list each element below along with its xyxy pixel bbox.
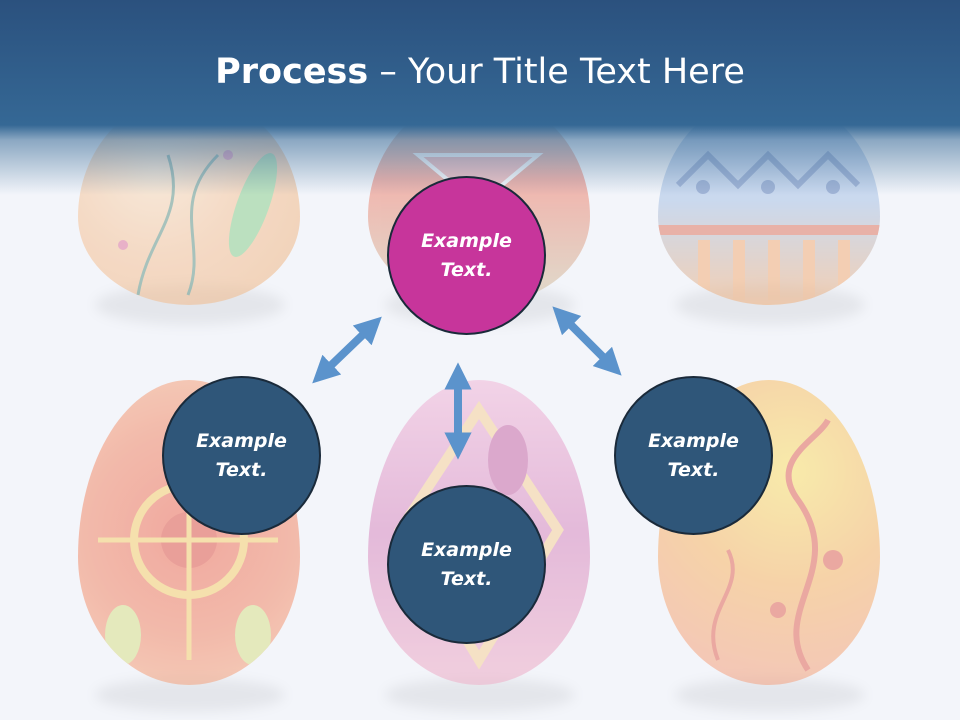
node-center-label: Example Text. [421, 538, 512, 590]
node-right: Example Text. [614, 376, 773, 535]
node-top: Example Text. [387, 176, 546, 335]
node-center: Example Text. [387, 485, 546, 644]
node-left: Example Text. [162, 376, 321, 535]
egg-pattern [711, 418, 843, 672]
node-top-label: Example Text. [421, 229, 512, 281]
node-left-label: Example Text. [196, 429, 287, 481]
arrow-top-to-right [552, 306, 622, 376]
node-right-label: Example Text. [648, 429, 739, 481]
arrow-top-to-left [312, 316, 382, 384]
